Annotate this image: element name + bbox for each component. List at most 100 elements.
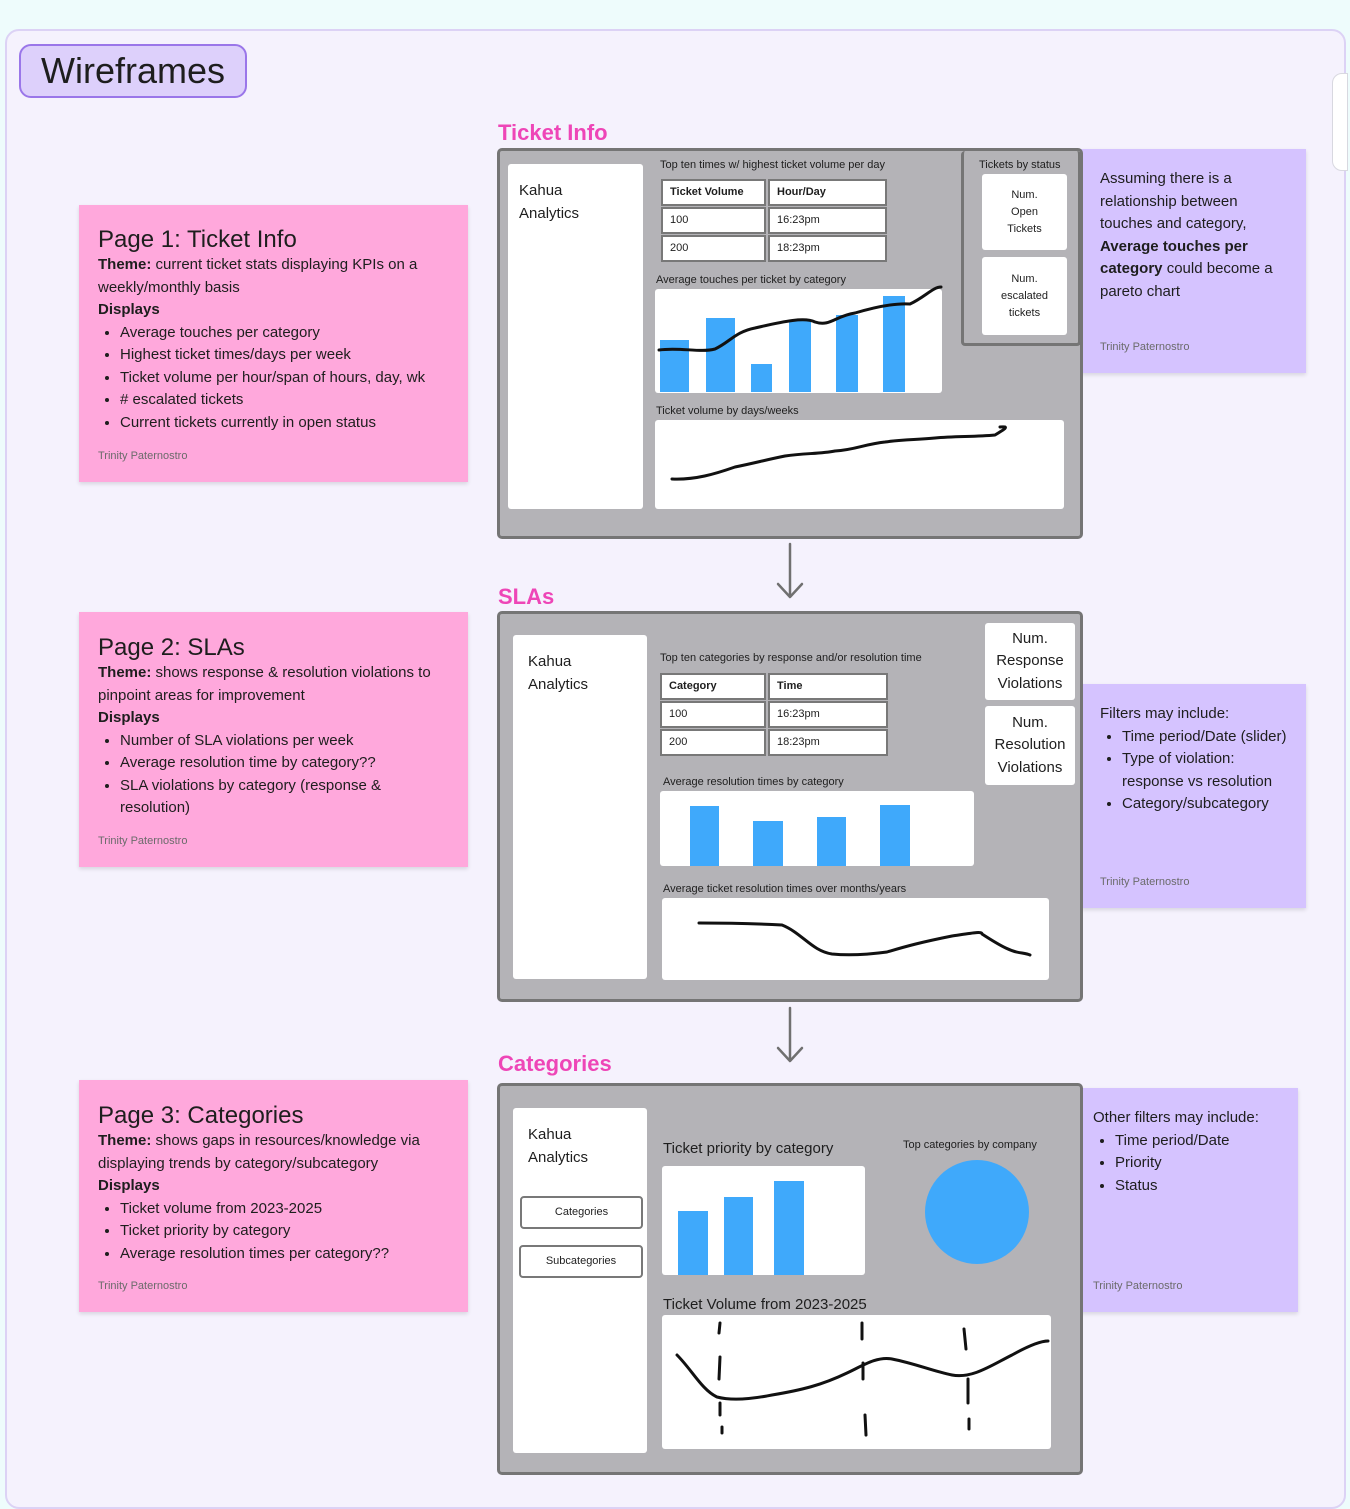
table-cell: 100: [660, 701, 766, 728]
chart-bar: [706, 318, 735, 392]
note-author: Trinity Paternostro: [1100, 341, 1190, 353]
list-item: Type of violation: response vs resolutio…: [1122, 748, 1287, 793]
list-item: Ticket volume per hour/span of hours, da…: [120, 367, 449, 390]
line-chart: [675, 1321, 1050, 1437]
table-cell: 16:23pm: [768, 701, 888, 728]
list-item: Ticket volume from 2023-2025: [120, 1198, 449, 1221]
sticky-note-pareto[interactable]: Assuming there is a relationship between…: [1081, 149, 1306, 373]
note-author: Trinity Paternostro: [98, 450, 188, 462]
chart-volume-2023-2025: [662, 1315, 1051, 1449]
nav-panel: [513, 1108, 647, 1453]
chart-title: Ticket volume by days/weeks: [656, 405, 799, 417]
note-displays-label: Displays: [98, 1177, 160, 1194]
note-text: Assuming there is a relationship between…: [1100, 170, 1273, 300]
chart-resolution-over-time: [662, 898, 1049, 980]
sticky-note-page1[interactable]: Page 1: Ticket Info Theme: current ticke…: [79, 205, 468, 482]
chart-resolution-by-category: [660, 791, 974, 866]
chart-bar: [753, 821, 783, 866]
nav-panel: [513, 635, 647, 979]
table-header: Ticket Volume: [661, 179, 766, 206]
list-item: Current tickets currently in open status: [120, 412, 449, 435]
chart-title: Average touches per ticket by category: [656, 274, 846, 286]
chart-title: Average resolution times by category: [663, 776, 844, 788]
note-title: Page 3: Categories: [98, 1102, 304, 1129]
sticky-note-other-filters[interactable]: Other filters may include: Time period/D…: [1074, 1088, 1298, 1312]
line-chart: [697, 921, 1032, 957]
list-item: Number of SLA violations per week: [120, 730, 449, 753]
table-cell: 100: [661, 207, 766, 234]
chart-bar: [817, 817, 846, 866]
note-theme: Theme: shows gaps in resources/knowledge…: [98, 1132, 420, 1172]
sticky-note-filters[interactable]: Filters may include: Time period/Date (s…: [1081, 684, 1306, 908]
list-item: Average touches per category: [120, 322, 449, 345]
divider-line: [962, 1327, 971, 1431]
list-item: Ticket priority by category: [120, 1220, 449, 1243]
note-author: Trinity Paternostro: [98, 835, 188, 847]
status-title: Tickets by status: [979, 159, 1061, 171]
table-cell: 200: [661, 235, 766, 262]
chart-title: Average ticket resolution times over mon…: [663, 883, 907, 895]
list-item: Time period/Date (slider): [1122, 726, 1287, 749]
chart-bar: [789, 320, 811, 392]
note-title: Page 1: Ticket Info: [98, 226, 297, 253]
wireframe-heading-ticket-info: Ticket Info: [498, 120, 608, 145]
note-title: Page 2: SLAs: [98, 634, 245, 661]
sticky-note-page3[interactable]: Page 3: Categories Theme: shows gaps in …: [79, 1080, 468, 1312]
table-cell: 16:23pm: [768, 207, 887, 234]
wireframe-heading-slas: SLAs: [498, 584, 555, 609]
note-author: Trinity Paternostro: [1093, 1280, 1183, 1292]
list-item: Status: [1115, 1175, 1279, 1198]
note-displays-label: Displays: [98, 301, 160, 318]
status-box: [961, 151, 1081, 346]
table-cell: 18:23pm: [768, 235, 887, 262]
categories-button[interactable]: Categories: [520, 1196, 643, 1229]
note-theme: Theme: shows response & resolution viola…: [98, 664, 431, 704]
side-tab[interactable]: [1332, 73, 1348, 171]
section-title: Wireframes: [19, 44, 247, 98]
note-list: Time period/Date (slider) Type of violat…: [1100, 726, 1287, 816]
list-item: Highest ticket times/days per week: [120, 344, 449, 367]
chart-volume-by-days: [655, 420, 1064, 509]
divider-line: [860, 1321, 868, 1437]
table-cell: 200: [660, 729, 766, 756]
pie-slice: [925, 1160, 1029, 1264]
chart-bar: [880, 805, 910, 866]
note-list: Time period/Date Priority Status: [1093, 1130, 1279, 1198]
chart-bar: [836, 315, 858, 392]
list-item: Average resolution time by category??: [120, 752, 449, 775]
chart-line: [670, 425, 1007, 481]
bar-chart: [657, 285, 943, 392]
table-cell: 18:23pm: [768, 729, 888, 756]
chart-bar: [751, 364, 772, 392]
chart-bar: [690, 806, 719, 866]
chart-touches-by-category: [655, 285, 943, 393]
pie-chart: [925, 1160, 1029, 1264]
sticky-note-page2[interactable]: Page 2: SLAs Theme: shows response & res…: [79, 612, 468, 867]
note-list: Average touches per category Highest tic…: [98, 322, 449, 435]
line-chart: [670, 425, 1007, 481]
chart-line: [697, 921, 1032, 957]
table-title: Top ten times w/ highest ticket volume p…: [660, 159, 885, 171]
note-text: Filters may include:: [1100, 705, 1230, 722]
chart-bar: [678, 1211, 708, 1275]
note-displays-label: Displays: [98, 709, 160, 726]
note-theme: Theme: current ticket stats displaying K…: [98, 256, 418, 296]
subcategories-button[interactable]: Subcategories: [519, 1245, 643, 1278]
chart-bar: [724, 1197, 753, 1275]
note-list: Number of SLA violations per week Averag…: [98, 730, 449, 820]
table-title: Top ten categories by response and/or re…: [660, 652, 922, 664]
note-author: Trinity Paternostro: [98, 1280, 188, 1292]
bar-chart: [678, 1181, 804, 1275]
trend-line: [657, 285, 943, 352]
list-item: # escalated tickets: [120, 389, 449, 412]
